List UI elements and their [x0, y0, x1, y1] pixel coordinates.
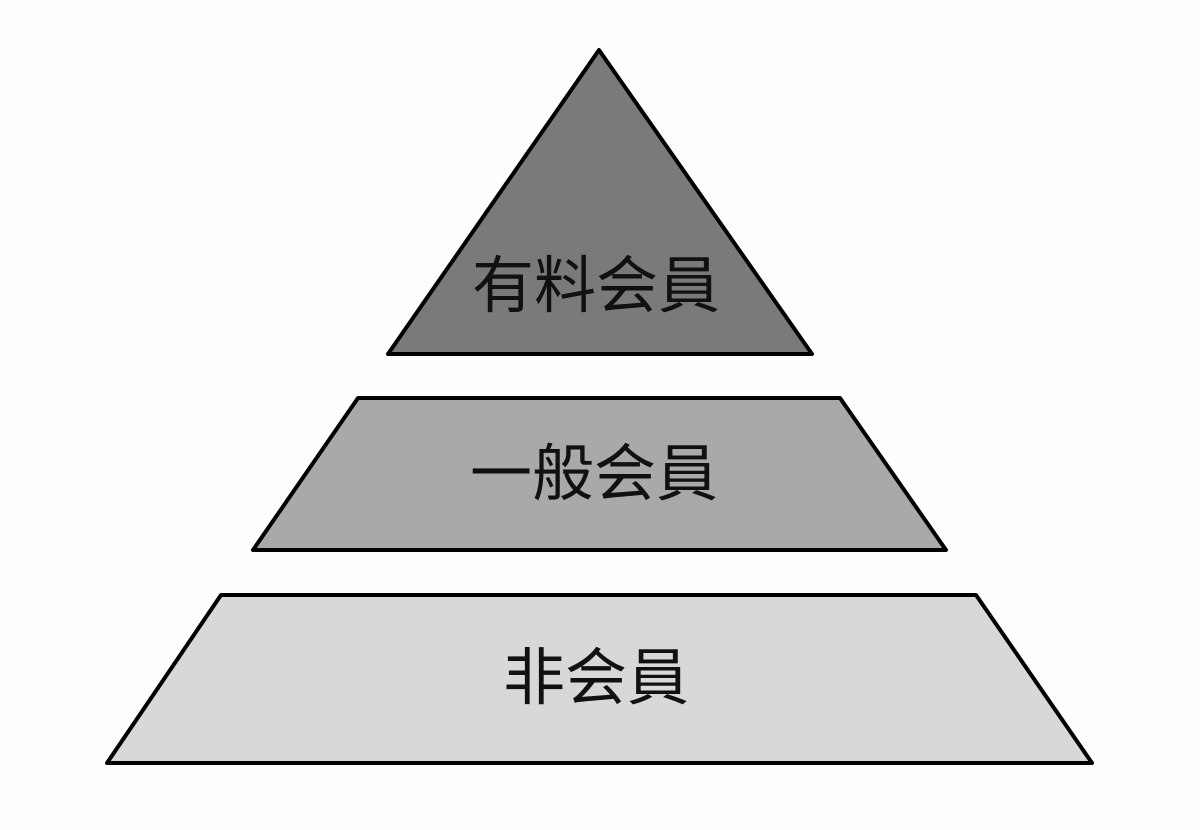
tier-general-members-label: 一般会員	[470, 437, 718, 510]
tier-paid-members-label: 有料会員	[472, 249, 720, 322]
tier-non-members-shape	[105, 593, 1094, 765]
tier-paid-members-shape	[386, 48, 814, 356]
tier-non-members-label: 非会員	[503, 641, 689, 714]
tier-general-members-shape	[251, 396, 948, 552]
tier-paid-members: 有料会員	[386, 48, 814, 356]
tier-general-members: 一般会員	[251, 396, 948, 552]
tier-non-members: 非会員	[105, 593, 1094, 765]
